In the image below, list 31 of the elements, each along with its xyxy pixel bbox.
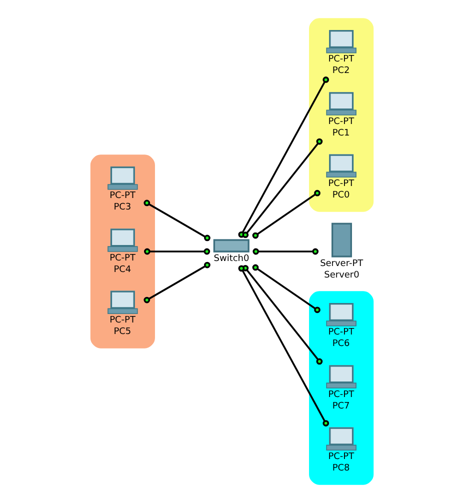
- node-label: PC2: [332, 66, 350, 76]
- node-label: PC-PT: [328, 116, 354, 127]
- node-label: PC-PT: [328, 452, 354, 462]
- connector: [252, 190, 320, 239]
- node-label: PC3: [113, 202, 131, 213]
- node-label: PC4: [113, 264, 131, 275]
- connector: [242, 138, 322, 238]
- cluster: [90, 154, 154, 348]
- connector: [143, 262, 210, 304]
- node-label: Server-PT: [320, 259, 363, 270]
- connector: [144, 248, 210, 255]
- node-label: PC7: [332, 401, 350, 412]
- node-label: Switch0: [213, 254, 249, 264]
- connector: [143, 200, 210, 242]
- node-label: PC5: [113, 326, 131, 337]
- node-label: PC-PT: [109, 315, 135, 326]
- node-label: PC0: [332, 190, 350, 200]
- node-label: PC6: [332, 339, 350, 350]
- connector: [252, 264, 320, 314]
- node-label: PC-PT: [328, 54, 354, 65]
- node-label: PC-PT: [109, 253, 135, 264]
- node-label: PC-PT: [328, 390, 354, 400]
- node-label: PC-PT: [109, 191, 135, 202]
- cluster: [308, 18, 374, 212]
- node-label: PC1: [332, 128, 350, 138]
- node-label: PC8: [332, 463, 350, 474]
- connector: [252, 248, 318, 255]
- node-label: PC-PT: [328, 178, 354, 189]
- cluster: [308, 291, 374, 485]
- node-label: Server0: [324, 270, 359, 280]
- node-label: PC-PT: [328, 328, 354, 338]
